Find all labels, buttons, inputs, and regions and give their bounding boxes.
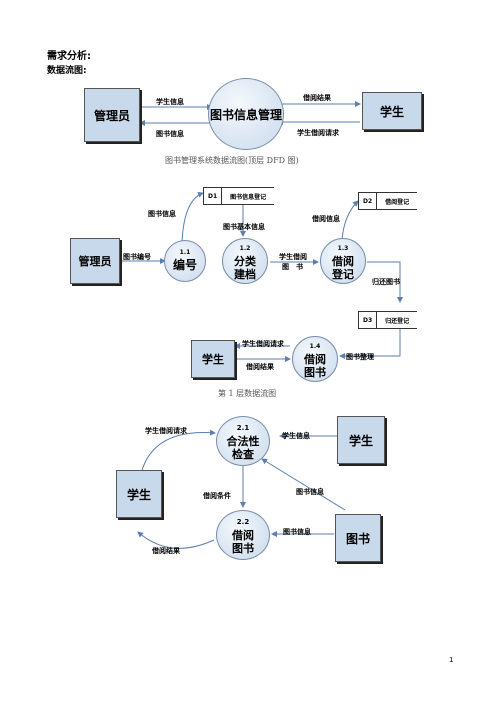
process-1-2: 1.2 分类建档 xyxy=(222,238,268,284)
process-1-1-name: 编号 xyxy=(172,258,197,272)
process-2-2: 2.2 借阅图书 xyxy=(216,510,270,560)
flow-label-book-info-l2-a: 图书信息 xyxy=(296,488,324,496)
process-1-3-name: 借阅登记 xyxy=(332,254,354,281)
flow-label-book-info: 图书信息 xyxy=(156,130,184,138)
flow-label-student-borrow-book: 图 书 xyxy=(282,263,303,271)
store-d1: D1 图书信息登记 xyxy=(203,187,275,205)
process-2-1: 2.1 合法性检查 xyxy=(216,416,270,466)
flow-label-book-organize: 图书整理 xyxy=(346,353,374,361)
entity-student-left: 学生 xyxy=(116,470,162,518)
store-d3: D3 归还登记 xyxy=(358,311,418,329)
process-2-2-number: 2.2 xyxy=(236,517,250,526)
entity-student-right: 学生 xyxy=(337,416,385,464)
store-d3-name: 归还登记 xyxy=(385,317,410,325)
process-1-2-number: 1.2 xyxy=(239,244,251,252)
flow-label-book-number: 图书编号 xyxy=(123,253,151,261)
store-d1-id: D1 xyxy=(204,188,223,204)
process-1-3-number: 1.3 xyxy=(337,244,349,252)
flow-label-book-info-l2-b: 图书信息 xyxy=(283,528,311,536)
flow-label-borrow-result-l2: 借阅结果 xyxy=(152,547,180,555)
store-d3-id: D3 xyxy=(359,312,378,328)
page-number: 1 xyxy=(449,656,454,664)
process-1-1-number: 1.1 xyxy=(179,249,191,256)
process-1-4: 1.4 借阅图书 xyxy=(292,336,338,382)
process-book-info-management: 图书信息管理 xyxy=(208,78,284,150)
process-1-4-number: 1.4 xyxy=(309,342,321,350)
flow-label-book-info-l1: 图书信息 xyxy=(148,210,176,218)
entity-admin: 管理员 xyxy=(84,88,140,142)
process-1-3: 1.3 借阅登记 xyxy=(320,238,366,284)
store-d1-name: 图书信息登记 xyxy=(230,193,267,201)
flow-label-student-borrow-request-l1: 学生借阅请求 xyxy=(242,340,284,348)
flow-label-student-info-l2: 学生信息 xyxy=(282,432,310,440)
entity-book: 图书 xyxy=(335,514,381,562)
flow-label-book-basic-info: 图书基本信息 xyxy=(223,223,265,231)
entity-student-level1: 学生 xyxy=(191,340,235,378)
entity-student: 学生 xyxy=(362,92,422,130)
flow-label-borrow-info: 借阅信息 xyxy=(312,215,340,223)
flow-label-student-borrow: 学生借阅 xyxy=(279,253,307,261)
flow-label-borrow-result-l1: 借阅结果 xyxy=(246,363,274,371)
process-2-1-number: 2.1 xyxy=(236,423,250,432)
section-heading: 需求分析: xyxy=(47,51,91,62)
flow-label-borrow-result: 借阅结果 xyxy=(303,94,331,102)
caption-level1: 第 1 层数据流图 xyxy=(218,389,277,398)
caption-top-level: 图书管理系统数据流图(顶层 DFD 图) xyxy=(165,156,299,165)
process-1-4-name: 借阅图书 xyxy=(304,352,326,379)
store-d2-name: 借阅登记 xyxy=(385,198,410,206)
flow-label-student-borrow-request-l2: 学生借阅请求 xyxy=(145,427,187,435)
flow-label-student-info: 学生信息 xyxy=(156,98,184,106)
process-1-2-name: 分类建档 xyxy=(234,254,256,281)
process-1-1: 1.1 编号 xyxy=(164,240,206,282)
flow-label-borrow-request: 学生借阅请求 xyxy=(297,129,339,137)
process-2-1-name: 合法性检查 xyxy=(226,434,260,461)
store-d2: D2 借阅登记 xyxy=(358,192,418,210)
section-subheading: 数据流图: xyxy=(47,66,87,76)
flow-label-borrow-condition: 借阅条件 xyxy=(203,492,231,500)
store-d2-id: D2 xyxy=(359,193,378,209)
entity-admin-level1: 管理员 xyxy=(70,238,120,284)
process-2-2-name: 借阅图书 xyxy=(232,528,254,555)
flow-label-return-book: 归还图书 xyxy=(372,278,400,286)
